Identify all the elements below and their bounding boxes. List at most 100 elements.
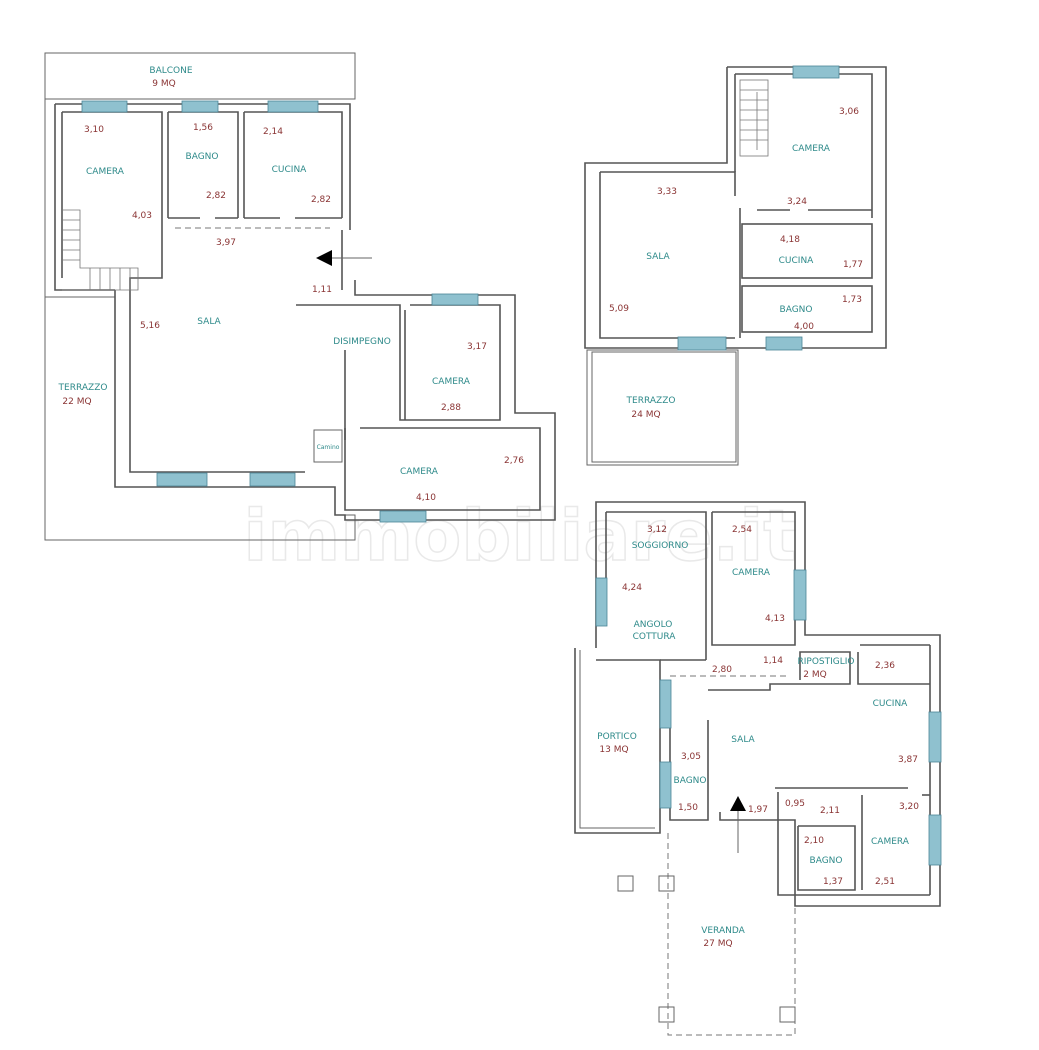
plan-a-wall-top (55, 103, 351, 230)
plan-a-window (249, 472, 296, 487)
plan-b-stairs (739, 79, 769, 157)
camera1-dim2: 4,03 (132, 211, 152, 221)
veranda-label: VERANDA (701, 926, 745, 936)
plan-b-terrazzo-label: TERRAZZO (626, 396, 676, 406)
soggiorno-dim1: 3,12 (647, 525, 667, 535)
ripostiglio-area: 2 MQ (803, 670, 826, 680)
veranda-area: 27 MQ (703, 939, 732, 949)
plan-c-window (928, 711, 942, 763)
cucina-c-label: CUCINA (873, 699, 909, 709)
plan-c-camera1-box (711, 511, 796, 646)
plan-b-bagno-dim1: 1,73 (842, 295, 862, 305)
sala-c-dim1: 1,97 (748, 805, 768, 815)
bagno-c2-label: BAGNO (810, 856, 843, 866)
portico-area: 13 MQ (599, 745, 628, 755)
balcone-outline (44, 52, 356, 100)
plan-c: 3,12 SOGGIORNO 4,24 ANGOLO COTTURA 2,54 … (574, 501, 942, 1036)
camino-box (313, 429, 343, 463)
plan-b-cucina-box (741, 223, 873, 279)
soggiorno-dim2: 4,24 (622, 583, 642, 593)
plan-b-cucina-label: CUCINA (779, 256, 815, 266)
veranda-pillar (658, 875, 675, 892)
plan-b-window (765, 336, 803, 351)
camera-c1-dim2: 4,13 (765, 614, 785, 624)
camera3-dim2: 4,10 (416, 493, 436, 503)
sala-dim3: 1,11 (312, 285, 332, 295)
plan-b-camera-wall (735, 73, 873, 218)
plan-c-portico-inner (579, 650, 655, 829)
plan-b-sala-dim1: 3,33 (657, 187, 677, 197)
plan-c-window (659, 761, 672, 809)
plan-c-veranda-outline (667, 833, 796, 1036)
camera2-dim1: 3,17 (467, 342, 487, 352)
camera-c1-label: CAMERA (732, 568, 771, 578)
plan-b-sala-dim2: 5,09 (609, 304, 629, 314)
camera-c2-dim2: 2,51 (875, 877, 895, 887)
bagno-c1-label: BAGNO (674, 776, 707, 786)
plan-c-soggiorno-wall (606, 511, 707, 660)
camera3-dim1: 2,76 (504, 456, 524, 466)
cucina-label: CUCINA (272, 165, 308, 175)
camera2-dim2: 2,88 (441, 403, 461, 413)
bagno-dim1: 1,56 (193, 123, 213, 133)
plan-c-cucina-top (857, 652, 930, 685)
plan-b-camera-label: CAMERA (792, 144, 831, 154)
plan-b-bagno-label: BAGNO (780, 305, 813, 315)
entrance-arrow-icon (316, 250, 332, 266)
camera-c2-dim1: 3,20 (899, 802, 919, 812)
camera-c2-label: CAMERA (871, 837, 910, 847)
plan-b-cucina-dim2: 1,77 (843, 260, 863, 270)
bagno-c1-dim1: 3,05 (681, 752, 701, 762)
cucina-dim1: 2,14 (263, 127, 283, 137)
camera1-label: CAMERA (86, 167, 125, 177)
watermark-text: immobiliare.it (243, 495, 796, 577)
plan-a-window (267, 100, 319, 113)
plan-c-dim-280: 2,80 (712, 665, 732, 675)
plan-c-window (659, 679, 672, 729)
plan-c-dim-114: 1,14 (763, 656, 783, 666)
plan-b-camera-dim2: 3,24 (787, 197, 807, 207)
cucina-c-dim2: 3,87 (898, 755, 918, 765)
plan-b-cucina-dim1: 4,18 (780, 235, 800, 245)
plan-c-window (793, 569, 807, 621)
plan-a-window (181, 100, 219, 113)
plan-b-terrazzo-inner (591, 351, 737, 463)
bagno-dim2: 2,82 (206, 191, 226, 201)
plan-b-sala-top (600, 171, 736, 196)
sala-label: SALA (197, 317, 221, 327)
bagno-c2-dim2: 2,10 (804, 836, 824, 846)
plan-a-wall-outline (114, 280, 556, 521)
plan-b-window (792, 65, 840, 79)
veranda-pillar (779, 1006, 796, 1023)
plan-b-outer-wall (584, 66, 887, 349)
sala-dim2: 5,16 (140, 321, 160, 331)
plan-c-window (928, 814, 942, 866)
plan-c-bagno2-box (797, 825, 856, 891)
plan-a-window (431, 293, 479, 306)
camera2-walls (296, 304, 501, 421)
plan-b-sala-label: SALA (646, 252, 670, 262)
plan-a-window (81, 100, 128, 113)
plan-c-lower-wall (777, 792, 930, 896)
bagno-c1-dim2: 1,50 (678, 803, 698, 813)
camera3-walls (344, 350, 541, 511)
camera-c1-dim1: 2,54 (732, 525, 752, 535)
ripostiglio-label: RIPOSTIGLIO (797, 657, 854, 667)
camino-label: Camino (317, 444, 340, 451)
plan-b-bagno-box (741, 285, 873, 333)
entrance-arrow-icon (730, 796, 746, 811)
camera1-dim1: 3,10 (84, 125, 104, 135)
camera1-walls (62, 111, 305, 473)
plan-b-window (677, 336, 727, 351)
cucina-c-dim1: 2,36 (875, 661, 895, 671)
balcone-label: BALCONE (149, 66, 192, 76)
disimpegno-label: DISIMPEGNO (333, 337, 391, 347)
plan-c-window (595, 577, 608, 627)
portico-label: PORTICO (597, 732, 637, 742)
plan-b-terrazzo-area: 24 MQ (631, 410, 660, 420)
plan-b-bagno-dim2: 4,00 (794, 322, 814, 332)
camera2-label: CAMERA (432, 377, 471, 387)
sala-dim1: 3,97 (216, 238, 236, 248)
plan-b-terrazzo (586, 349, 739, 466)
